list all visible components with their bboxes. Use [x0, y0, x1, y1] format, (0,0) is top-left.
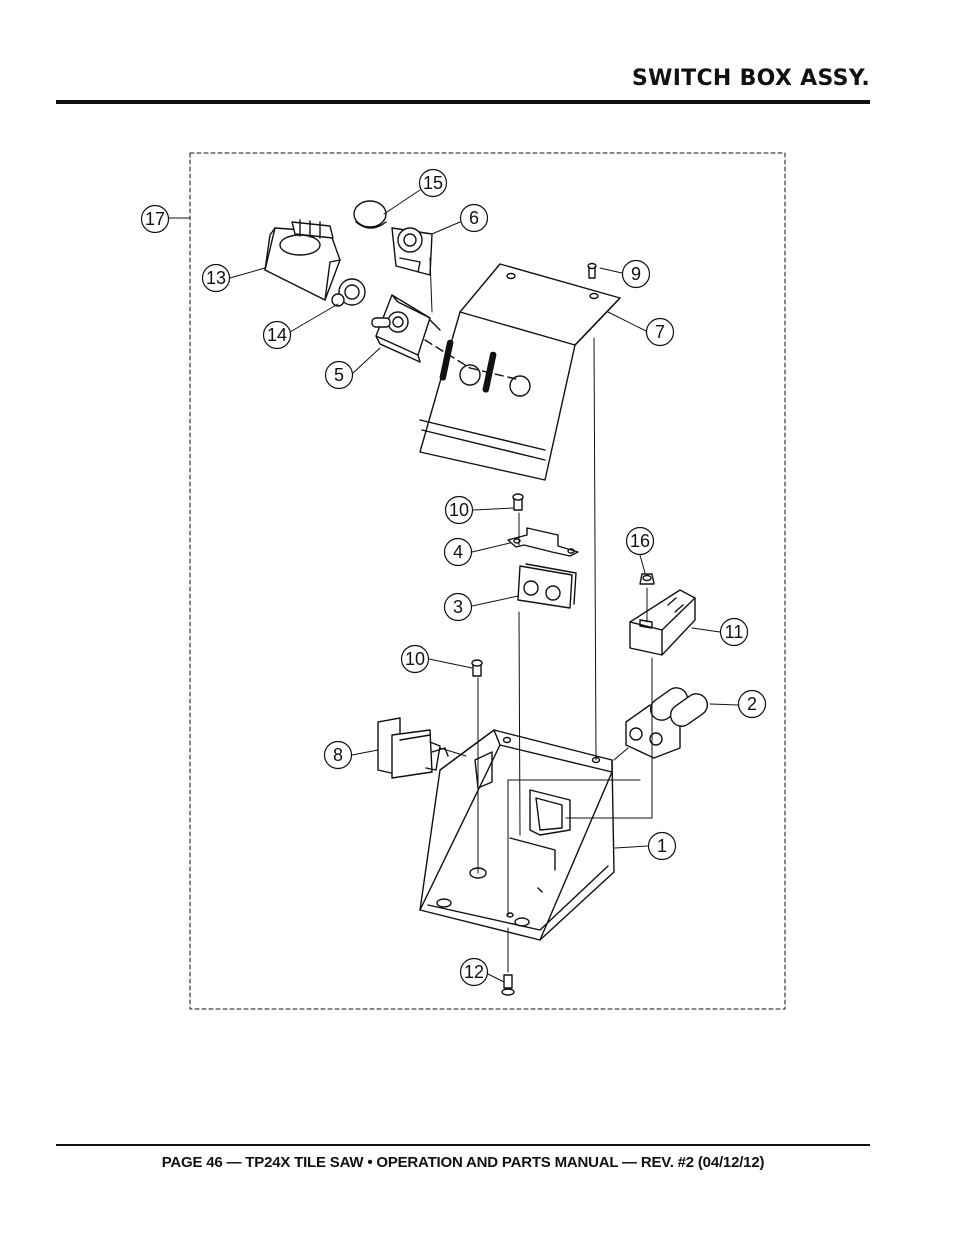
screw-part-10-lower: [471, 659, 483, 677]
screw-part-9: [587, 262, 597, 279]
callout-3: 3: [453, 597, 463, 617]
callout-9: 9: [631, 264, 641, 284]
callout-5: 5: [334, 365, 344, 385]
callout-6: 6: [469, 208, 479, 228]
button-cap-part-15: [353, 200, 387, 229]
callout-circles: [140, 168, 767, 987]
cord-connector-part-2: [625, 687, 709, 759]
bracket-part-4: [507, 527, 579, 557]
callout-14: 14: [267, 325, 287, 345]
nut-part-16: [639, 573, 655, 585]
screw-part-10-upper: [512, 493, 524, 511]
callout-2: 2: [747, 694, 757, 714]
assembly-boundary: [189, 152, 786, 1010]
page-title: SWITCH BOX ASSY.: [631, 66, 870, 91]
page-footer: PAGE 46 — TP24X TILE SAW • OPERATION AND…: [161, 1154, 765, 1171]
callout-4: 4: [453, 542, 463, 562]
pushbutton-switch-part-6: [391, 227, 433, 276]
callout-11: 11: [725, 622, 744, 642]
grommet-part-3: [517, 563, 577, 609]
toggle-switch-part-5: [371, 294, 441, 363]
callout-12: 12: [464, 962, 484, 982]
callout-17: 17: [145, 209, 165, 229]
switch-boot-part-13: [264, 219, 341, 301]
callout-7: 7: [655, 322, 665, 342]
callout-13: 13: [206, 268, 226, 288]
callout-10-upper: 10: [449, 500, 469, 520]
cover-plate-part-7: [419, 263, 621, 481]
callout-8: 8: [333, 745, 343, 765]
switch-box-part-1: [419, 729, 615, 941]
boot-nut-part-14: [331, 278, 366, 307]
header-rule: [56, 100, 870, 104]
callout-16: 16: [630, 531, 650, 551]
callout-15: 15: [423, 173, 443, 193]
screw-part-12: [501, 974, 515, 996]
leader-lines: [167, 189, 739, 983]
assembly-guide-lines: [429, 257, 653, 973]
footer-rule: [56, 1144, 870, 1146]
terminal-block-part-11: [629, 589, 696, 656]
callout-1: 1: [657, 836, 667, 856]
callout-10-lower: 10: [405, 649, 425, 669]
receptacle-part-8: [377, 717, 449, 779]
